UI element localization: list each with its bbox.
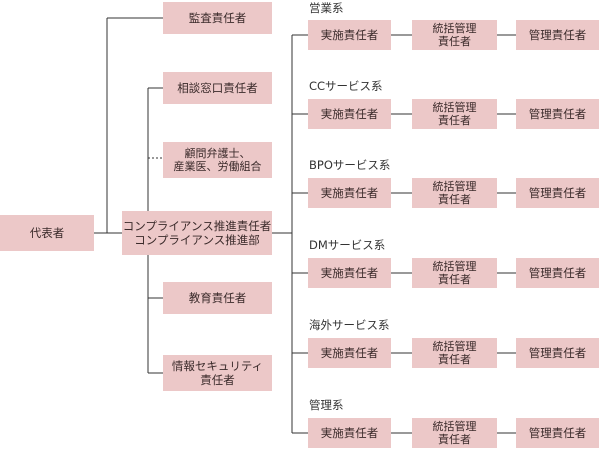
role-general-manager: 統括管理 責任者 bbox=[412, 99, 497, 129]
group-label: BPOサービス系 bbox=[309, 158, 391, 172]
role-manager: 管理責任者 bbox=[516, 99, 599, 129]
role-manager: 管理責任者 bbox=[516, 258, 599, 288]
role-general-manager: 統括管理 責任者 bbox=[412, 338, 497, 368]
role-general-manager: 統括管理 責任者 bbox=[412, 418, 497, 448]
role-implementation: 実施責任者 bbox=[308, 99, 391, 129]
role-manager: 管理責任者 bbox=[516, 178, 599, 208]
role-general-manager: 統括管理 責任者 bbox=[412, 258, 497, 288]
group-label: 営業系 bbox=[309, 1, 344, 15]
group-label: 管理系 bbox=[309, 398, 344, 412]
role-general-manager: 統括管理 責任者 bbox=[412, 20, 497, 50]
role-implementation: 実施責任者 bbox=[308, 20, 391, 50]
branch-consultation: 相談窓口責任者 bbox=[163, 72, 272, 104]
root-box: 代表者 bbox=[0, 215, 94, 251]
branch-audit: 監査責任者 bbox=[163, 2, 272, 34]
group-label: DMサービス系 bbox=[309, 238, 386, 252]
branch-education: 教育責任者 bbox=[163, 282, 272, 314]
branch-advisors: 顧問弁護士、 産業医、労働組合 bbox=[163, 142, 272, 178]
role-manager: 管理責任者 bbox=[516, 418, 599, 448]
role-implementation: 実施責任者 bbox=[308, 258, 391, 288]
role-manager: 管理責任者 bbox=[516, 338, 599, 368]
branch-infosec: 情報セキュリティ 責任者 bbox=[163, 355, 272, 391]
role-implementation: 実施責任者 bbox=[308, 418, 391, 448]
center-box: コンプライアンス推進責任者 コンプライアンス推進部 bbox=[122, 211, 272, 255]
role-implementation: 実施責任者 bbox=[308, 178, 391, 208]
group-label: 海外サービス系 bbox=[309, 318, 390, 332]
role-manager: 管理責任者 bbox=[516, 20, 599, 50]
group-label: CCサービス系 bbox=[309, 79, 383, 93]
role-implementation: 実施責任者 bbox=[308, 338, 391, 368]
role-general-manager: 統括管理 責任者 bbox=[412, 178, 497, 208]
